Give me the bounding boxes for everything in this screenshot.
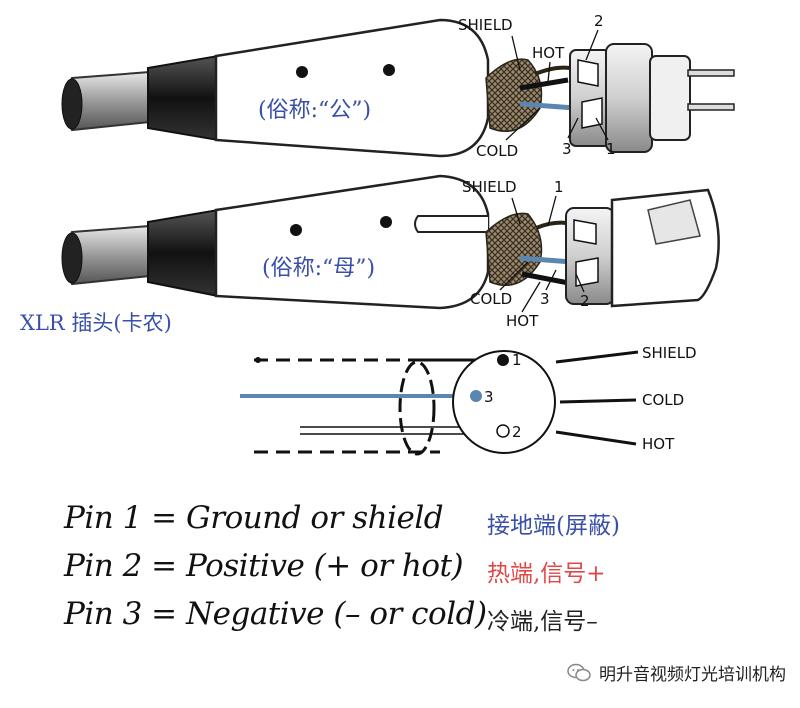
female-screw-hole	[290, 224, 302, 236]
female-connector: (俗称:“母”) SHIELD 1 COLD 3 2 HOT	[61, 174, 720, 330]
pin-def-1: Pin 1 = Ground or shield	[64, 500, 444, 536]
male-label-pin3: 3	[562, 140, 572, 158]
watermark-text: 明升音视频灯光培训机构	[599, 665, 786, 685]
male-label-hot: HOT	[532, 44, 565, 62]
xlr-caption: XLR 插头(卡农)	[20, 311, 172, 335]
male-shield-braid	[485, 58, 543, 132]
female-label-cold: COLD	[470, 290, 512, 308]
male-label-shield: SHIELD	[458, 16, 513, 34]
male-label-cold: COLD	[476, 142, 518, 160]
pin-def-1-cn: 接地端(屏蔽)	[487, 513, 620, 539]
female-screw-hole	[380, 216, 392, 228]
female-body	[214, 174, 490, 310]
schematic-label-cold: COLD	[642, 391, 684, 409]
schematic-pin3	[470, 390, 482, 402]
female-boot	[147, 208, 219, 298]
male-screw-hole	[383, 64, 395, 76]
male-label-pin2: 2	[594, 12, 604, 30]
male-screw-hole	[296, 66, 308, 78]
male-connector: (俗称:“公”) SHIELD 2 HOT COLD 3 1	[61, 12, 735, 160]
pin-def-3: Pin 3 = Negative (– or cold)	[64, 596, 487, 632]
schematic-pin3-label: 3	[484, 388, 494, 406]
male-pin	[687, 103, 735, 111]
female-label-shield: SHIELD	[462, 178, 517, 196]
pin-def-2-cn: 热端,信号+	[487, 561, 606, 587]
schematic-shield-oval	[398, 360, 436, 456]
male-label-pin1: 1	[606, 140, 616, 158]
female-nickname: (俗称:“母”)	[262, 256, 375, 281]
male-pin	[687, 69, 735, 77]
schematic-pin1	[497, 354, 509, 366]
female-label-pin2: 2	[580, 292, 590, 310]
female-latch-slot	[414, 215, 488, 233]
schematic-pin2-label: 2	[512, 423, 522, 441]
male-wire-hot	[519, 77, 569, 91]
pin-def-2: Pin 2 = Positive (+ or hot)	[64, 548, 464, 584]
female-shield-braid	[485, 212, 543, 286]
xlr-schematic: 1 3 2 SHIELD COLD HOT	[240, 344, 697, 456]
male-wire-cold	[519, 101, 576, 111]
female-label-hot: HOT	[506, 312, 539, 330]
pin-def-3-cn: 冷端,信号–	[487, 609, 598, 635]
male-nickname: (俗称:“公”)	[258, 98, 371, 123]
female-label-pin3: 3	[540, 290, 550, 308]
male-boot	[147, 54, 219, 142]
wechat-icon	[567, 663, 591, 681]
schematic-pin1-label: 1	[512, 351, 522, 369]
schematic-pin2	[496, 424, 510, 438]
schematic-label-shield: SHIELD	[642, 344, 697, 362]
schematic-connector-face	[452, 350, 556, 454]
female-wire-cold	[519, 255, 573, 265]
schematic-label-hot: HOT	[642, 435, 675, 453]
watermark: 明升音视频灯光培训机构	[567, 660, 786, 685]
male-body	[214, 18, 490, 158]
female-label-pin1: 1	[554, 178, 564, 196]
